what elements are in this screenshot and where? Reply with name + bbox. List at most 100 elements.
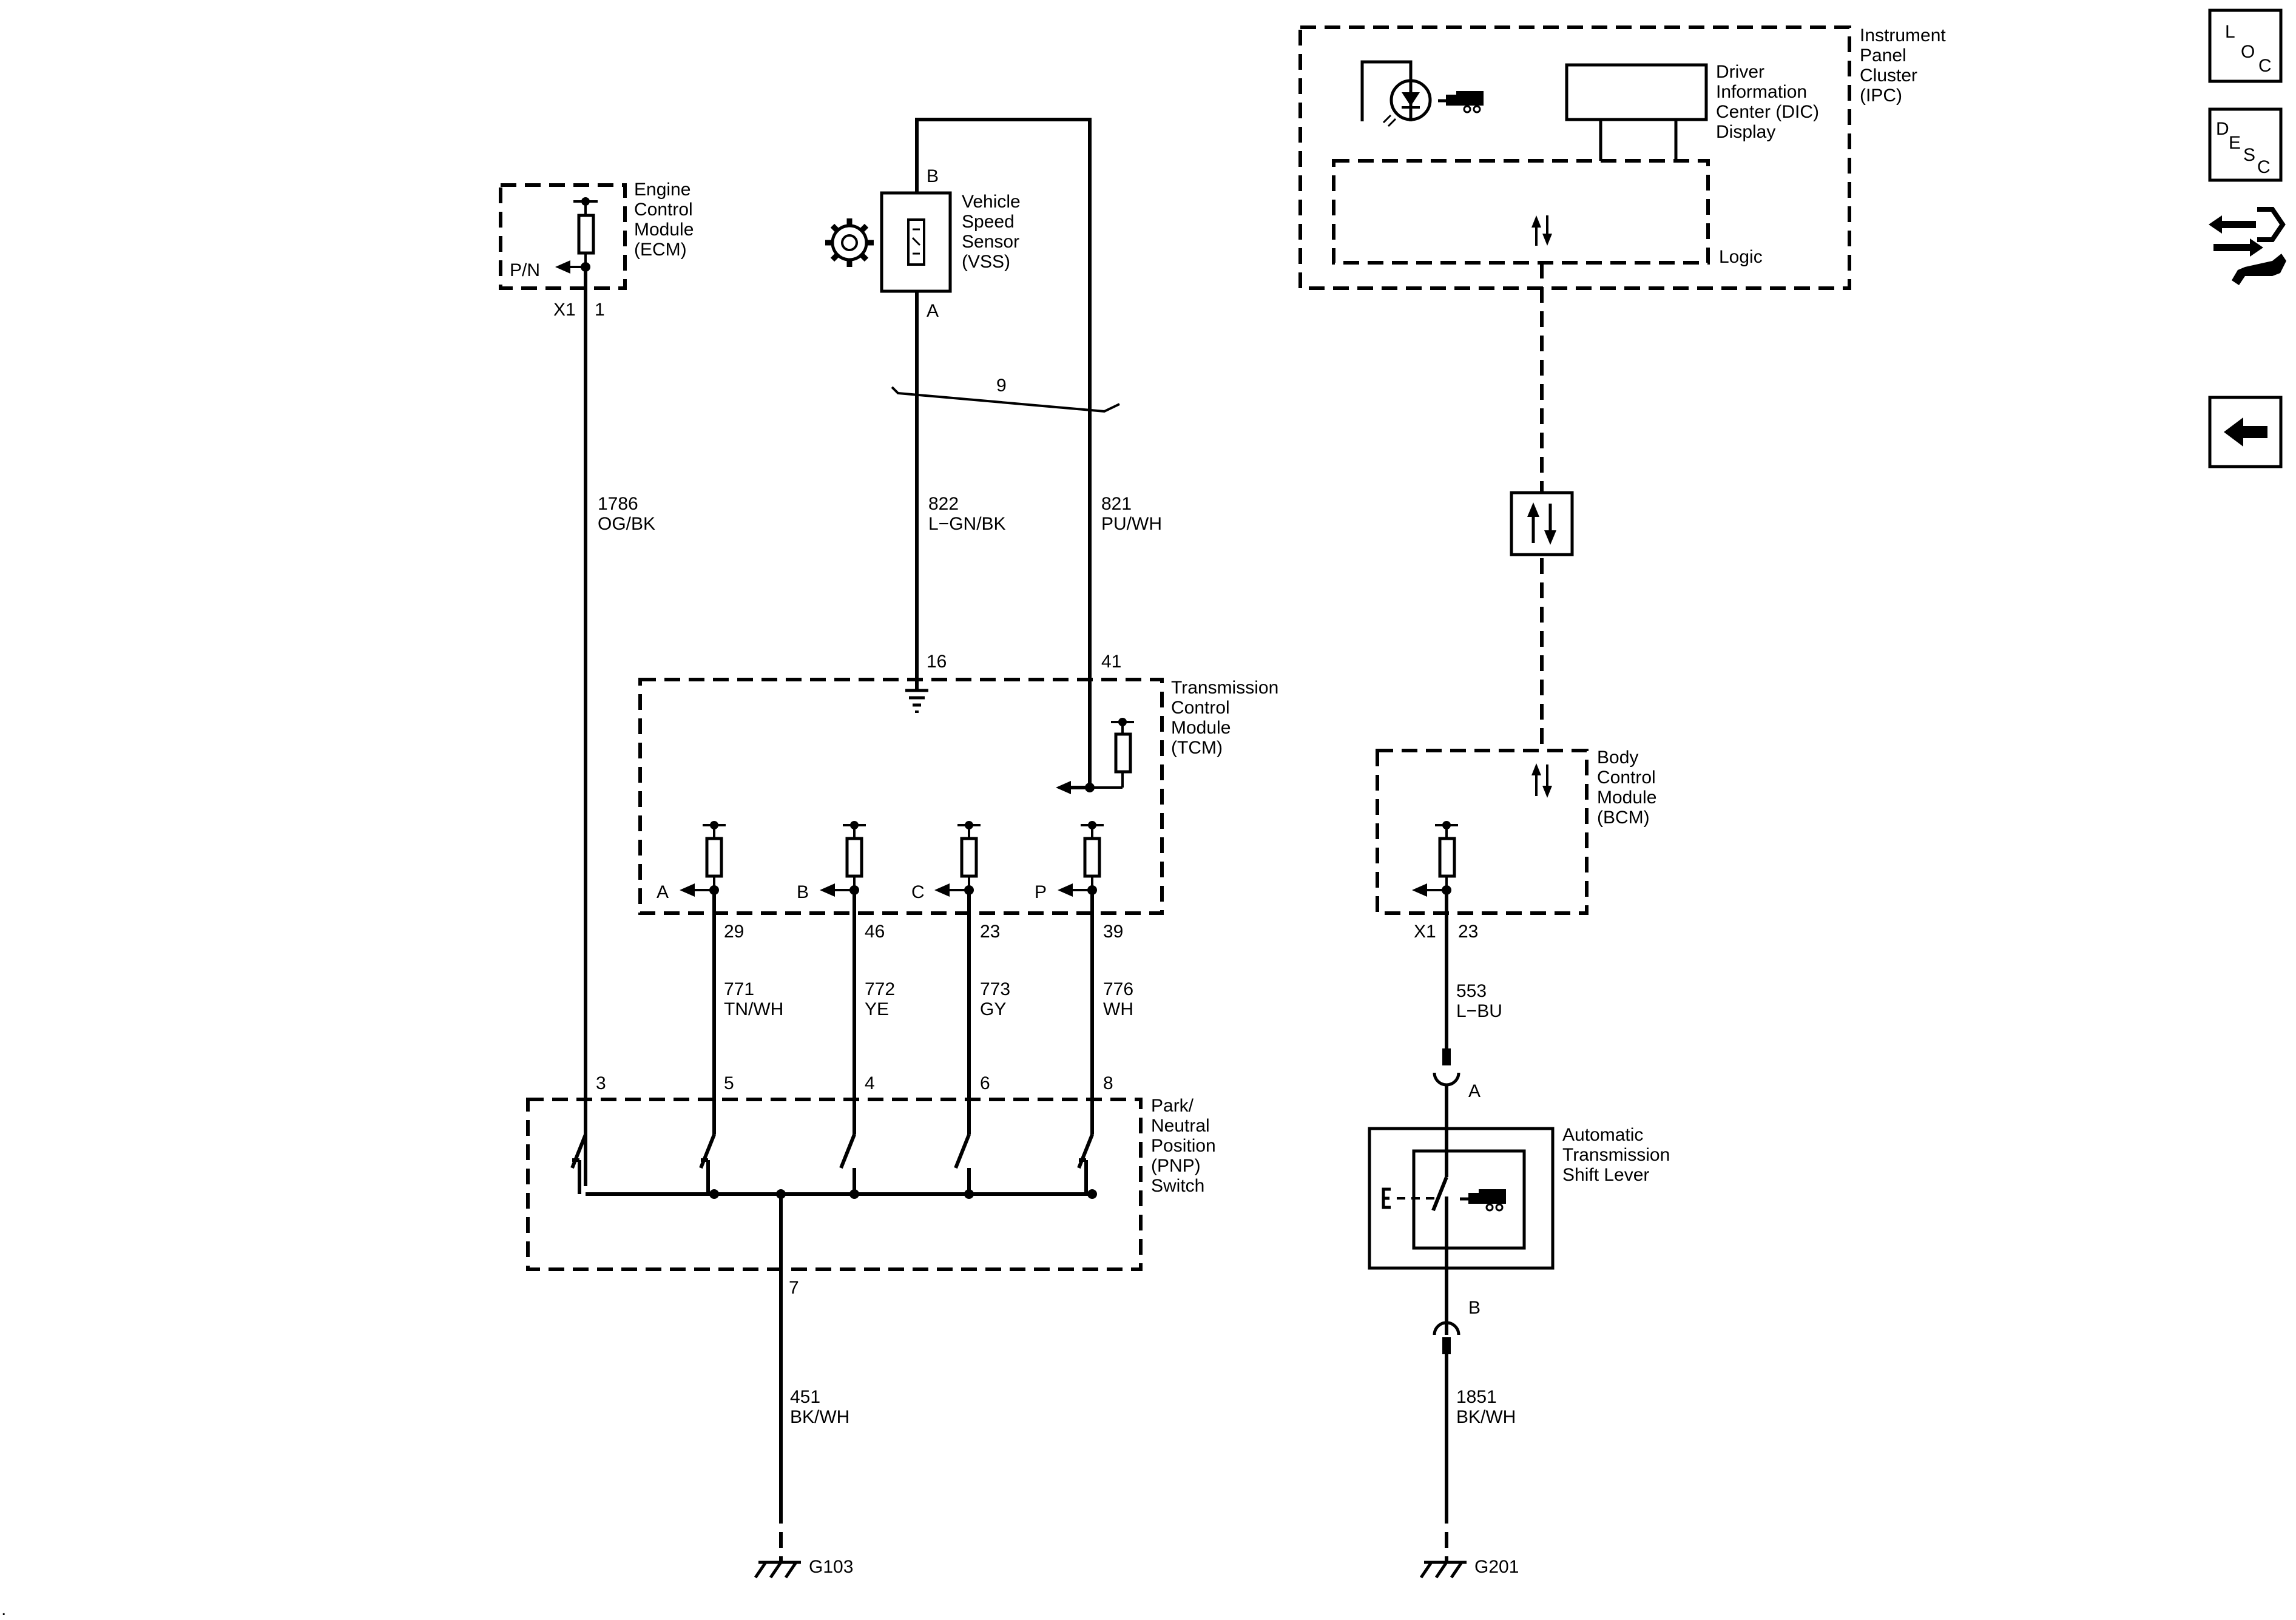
shift-lever-title-line: Automatic [1562, 1125, 1643, 1145]
ground-g103-icon [754, 1561, 801, 1579]
ipc-title-line: Cluster [1860, 66, 1917, 86]
tcm-title-line: Control [1171, 698, 1230, 718]
pnp-box [526, 1098, 1143, 1271]
pnp-pin-3: 3 [596, 1073, 606, 1093]
twisted-pair-marker [891, 386, 1120, 413]
wire-circuit: 776 [1103, 979, 1133, 999]
tcm-pullup-a: A [657, 821, 726, 902]
loc-letter: L [2225, 22, 2235, 42]
connector-wrench-icon[interactable] [2209, 207, 2286, 285]
pnp-pin-4: 4 [865, 1073, 875, 1093]
wire-color: PU/WH [1101, 514, 1162, 534]
pnp-contact [1077, 1122, 1097, 1199]
ecm-title-line: Engine [634, 180, 690, 200]
vss-title-line: Sensor [962, 232, 1019, 252]
pnp-pin-7: 7 [789, 1278, 799, 1298]
tcm-title-line: Module [1171, 718, 1231, 738]
pullup-resistor [705, 837, 723, 878]
ipc-logic-label: Logic [1719, 247, 1763, 267]
vss-title-line: Vehicle [962, 192, 1021, 212]
wire-color: L−BU [1456, 1001, 1502, 1021]
dic-display-box [1565, 63, 1708, 121]
pnp-title-line: Neutral [1151, 1116, 1210, 1136]
tcm-signal-label: C [911, 882, 925, 902]
bcm-pin-label: 23 [1458, 922, 1478, 942]
tcm-pin-46: 46 [865, 922, 885, 942]
signal-arrow-icon [820, 883, 835, 897]
serial-data-box [1510, 491, 1574, 556]
back-button[interactable] [2208, 396, 2283, 468]
tcm-pullup-b: B [797, 821, 866, 902]
vss-pin-b: B [927, 166, 939, 186]
tcm-pin-16: 16 [927, 652, 947, 672]
wire-circuit: 822 [928, 494, 959, 514]
bcm-title-line: Module [1597, 788, 1656, 808]
ecm-connector-label: X1 [553, 300, 576, 320]
desc-letter: C [2257, 157, 2271, 177]
ecm-title-line: Module [634, 220, 694, 240]
tcm-signal-label: A [657, 882, 669, 902]
ipc-title-line: Instrument [1860, 25, 1946, 46]
bidirectional-arrow-icon [1531, 763, 1552, 798]
bidirectional-arrow-icon [1527, 502, 1556, 545]
ground-g103-label: G103 [809, 1557, 853, 1577]
indicator-lamp-icon [1382, 79, 1432, 127]
pnp-contact [839, 1122, 859, 1199]
tcm-pin-41: 41 [1101, 652, 1121, 672]
shift-lever-box [1368, 1127, 1555, 1270]
tcm-pin-23: 23 [980, 922, 1000, 942]
ground-g201-label: G201 [1474, 1557, 1519, 1577]
bcm-box [1376, 749, 1589, 915]
contact-blade [1077, 1133, 1094, 1169]
serial-data-splice [1510, 491, 1574, 556]
shift-lever-title-line: Shift Lever [1562, 1165, 1649, 1185]
pnp-title-line: Position [1151, 1136, 1216, 1156]
ground-g201-icon [1419, 1561, 1467, 1579]
loc-button[interactable]: L O C [2208, 8, 2283, 83]
wire-color: BK/WH [790, 1407, 849, 1427]
wire-circuit: 771 [724, 979, 754, 999]
dic-title-line: Center (DIC) [1716, 102, 1819, 122]
pullup-resistor [845, 837, 863, 878]
twisted-pair-label: 9 [996, 376, 1007, 396]
shift-lever-title-line: Transmission [1562, 1145, 1670, 1165]
ipc-lamp-housing [1360, 60, 1413, 121]
contact-blade [570, 1133, 587, 1169]
vss-title-line: (VSS) [962, 252, 1010, 272]
dic-title-line: Driver [1716, 62, 1764, 82]
pnp-title-line: Switch [1151, 1176, 1204, 1196]
ecm-box [499, 183, 627, 290]
desc-button[interactable]: D E S C [2208, 107, 2283, 182]
connector-a-icon [1433, 1048, 1460, 1087]
connector-b-icon [1433, 1321, 1460, 1354]
left-arrow-icon [2224, 417, 2267, 447]
pnp-contact [699, 1122, 719, 1199]
wire-color: BK/WH [1456, 1407, 1516, 1427]
loc-letter: C [2258, 56, 2272, 76]
loc-letter: O [2241, 42, 2255, 62]
pnp-title-line: Park/ [1151, 1096, 1194, 1116]
pnp-contact [954, 1122, 974, 1199]
wire-circuit: 553 [1456, 981, 1487, 1001]
wire-color: L−GN/BK [928, 514, 1006, 534]
pnp-pin-5: 5 [724, 1073, 734, 1093]
contact-blade [839, 1133, 856, 1169]
vehicle-icon [1438, 91, 1484, 113]
wire-circuit: 1851 [1456, 1387, 1497, 1407]
